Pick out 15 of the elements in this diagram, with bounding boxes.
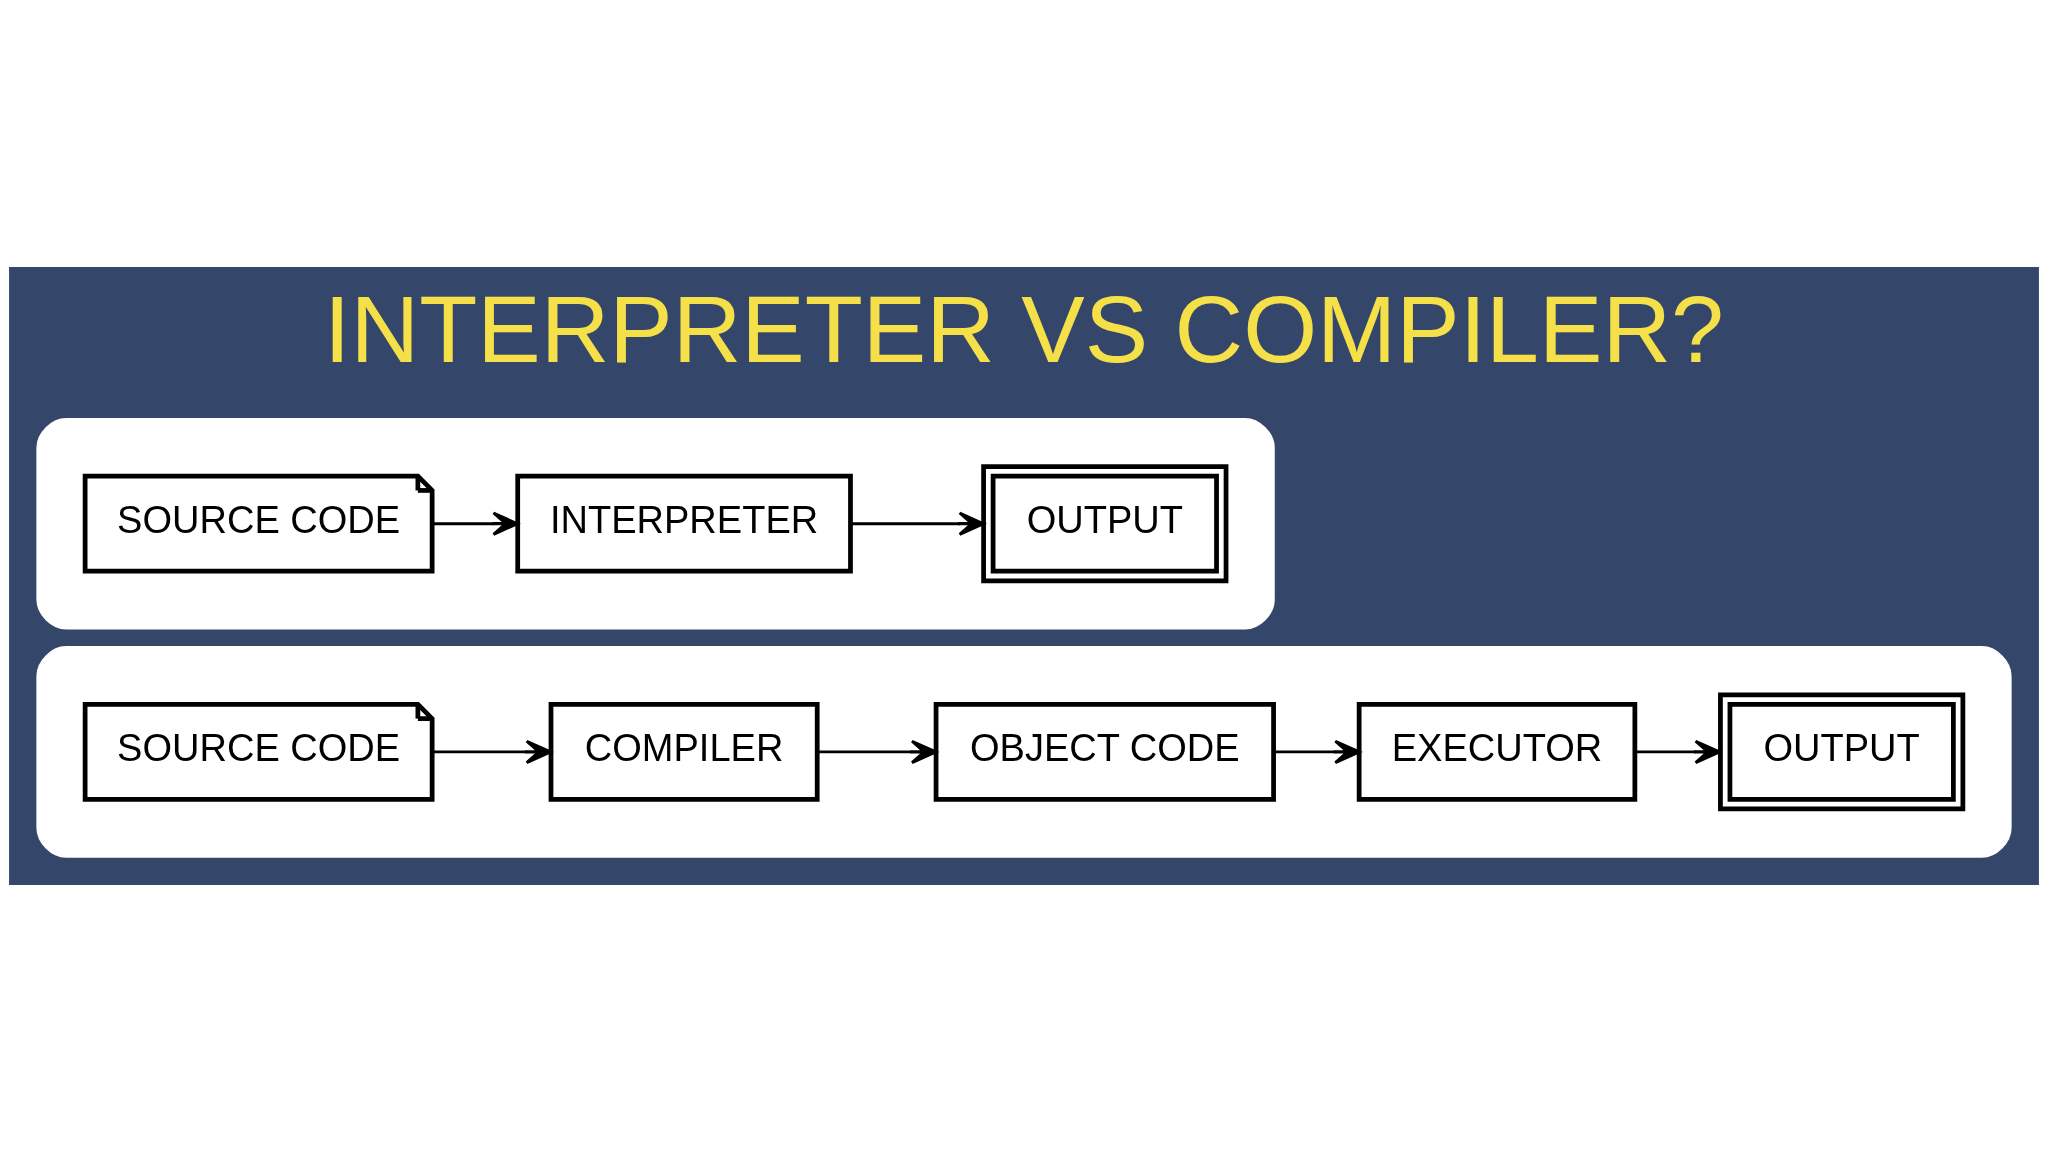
arrow: [1273, 739, 1361, 764]
node-box: INTERPRETER: [515, 473, 853, 574]
node-box: OUTPUT: [981, 464, 1229, 584]
cluster: [36, 417, 1275, 630]
arrow: [818, 739, 938, 764]
arrow: [432, 739, 552, 764]
arrow: [432, 511, 519, 536]
node-box: OBJECT CODE: [933, 701, 1276, 802]
arrow: [850, 511, 985, 536]
diagram-title: INTERPRETER VS COMPILER?: [324, 276, 1724, 383]
node-box: OUTPUT: [1718, 692, 1966, 812]
node-box: EXECUTOR: [1356, 701, 1638, 802]
node-box: COMPILER: [548, 701, 820, 802]
cluster: [36, 646, 2012, 858]
arrow: [1635, 739, 1721, 764]
